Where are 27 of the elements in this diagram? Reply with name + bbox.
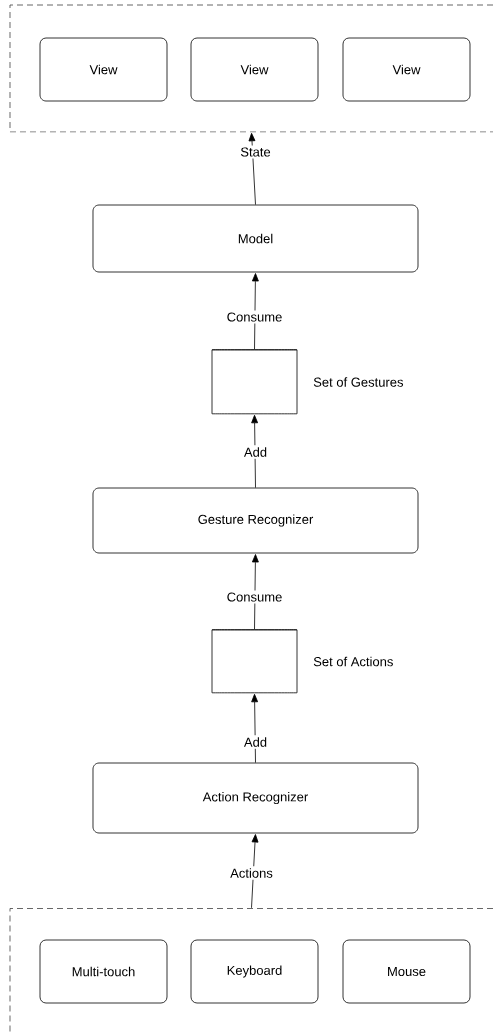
arrow xyxy=(251,273,259,350)
storage-cylinder xyxy=(211,349,298,415)
arrow xyxy=(248,132,256,205)
process-box: Multi-touch xyxy=(39,939,168,1004)
edge-label: Consume xyxy=(224,310,285,324)
process-box: Mouse xyxy=(342,939,471,1004)
edge-label: State xyxy=(238,145,273,159)
process-box: Model xyxy=(92,204,419,273)
process-box: View xyxy=(342,37,471,102)
edge-label: Add xyxy=(241,445,270,459)
edge-label: Add xyxy=(241,735,270,749)
container-box xyxy=(9,908,493,1034)
process-box: Gesture Recognizer xyxy=(92,487,419,554)
arrow xyxy=(251,414,259,488)
side-label: Set of Gestures xyxy=(313,377,404,387)
side-label: Set of Actions xyxy=(313,656,393,667)
process-box: View xyxy=(190,37,319,102)
process-box: View xyxy=(39,37,168,102)
edge-label: Actions xyxy=(228,866,275,880)
arrow xyxy=(251,554,259,630)
arrow xyxy=(251,693,259,763)
storage-cylinder xyxy=(211,629,298,694)
edge-label: Consume xyxy=(224,590,285,604)
process-box: Keyboard xyxy=(190,939,319,1004)
container-box xyxy=(9,4,493,133)
arrow xyxy=(251,834,259,909)
process-box: Action Recognizer xyxy=(92,762,419,834)
